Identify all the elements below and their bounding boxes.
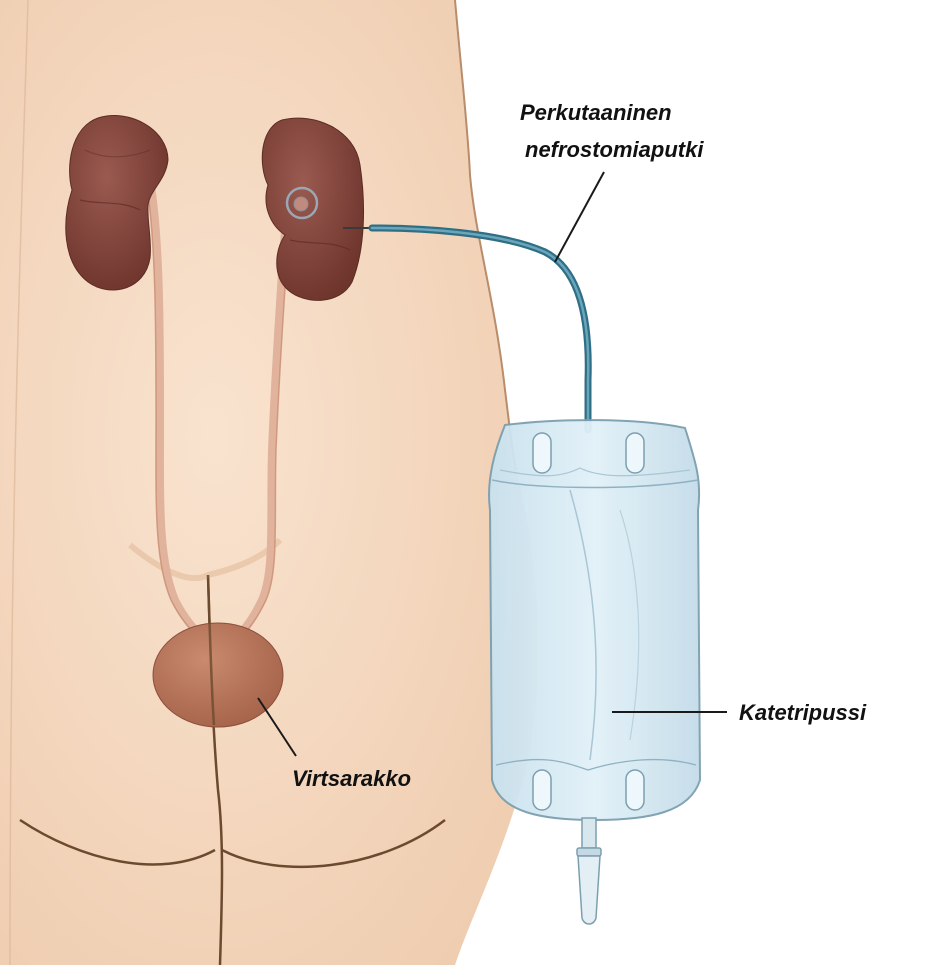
bag-bottom-slot-left <box>533 770 551 810</box>
bag-hang-slot-left <box>533 433 551 473</box>
bag-drain-valve <box>577 818 601 924</box>
bag-hang-slot-right <box>626 433 644 473</box>
nephrostomy-leader <box>555 172 604 262</box>
bladder-label: Virtsarakko <box>292 766 411 791</box>
catheter-bag-label: Katetripussi <box>739 700 867 725</box>
right-kidney <box>262 118 363 300</box>
nephrostomy-label-line2: nefrostomiaputki <box>525 137 704 162</box>
catheter-bag <box>489 420 700 924</box>
bag-bottom-slot-right <box>626 770 644 810</box>
bladder <box>153 623 283 727</box>
nephrostomy-label-line1: Perkutaaninen <box>520 100 672 125</box>
